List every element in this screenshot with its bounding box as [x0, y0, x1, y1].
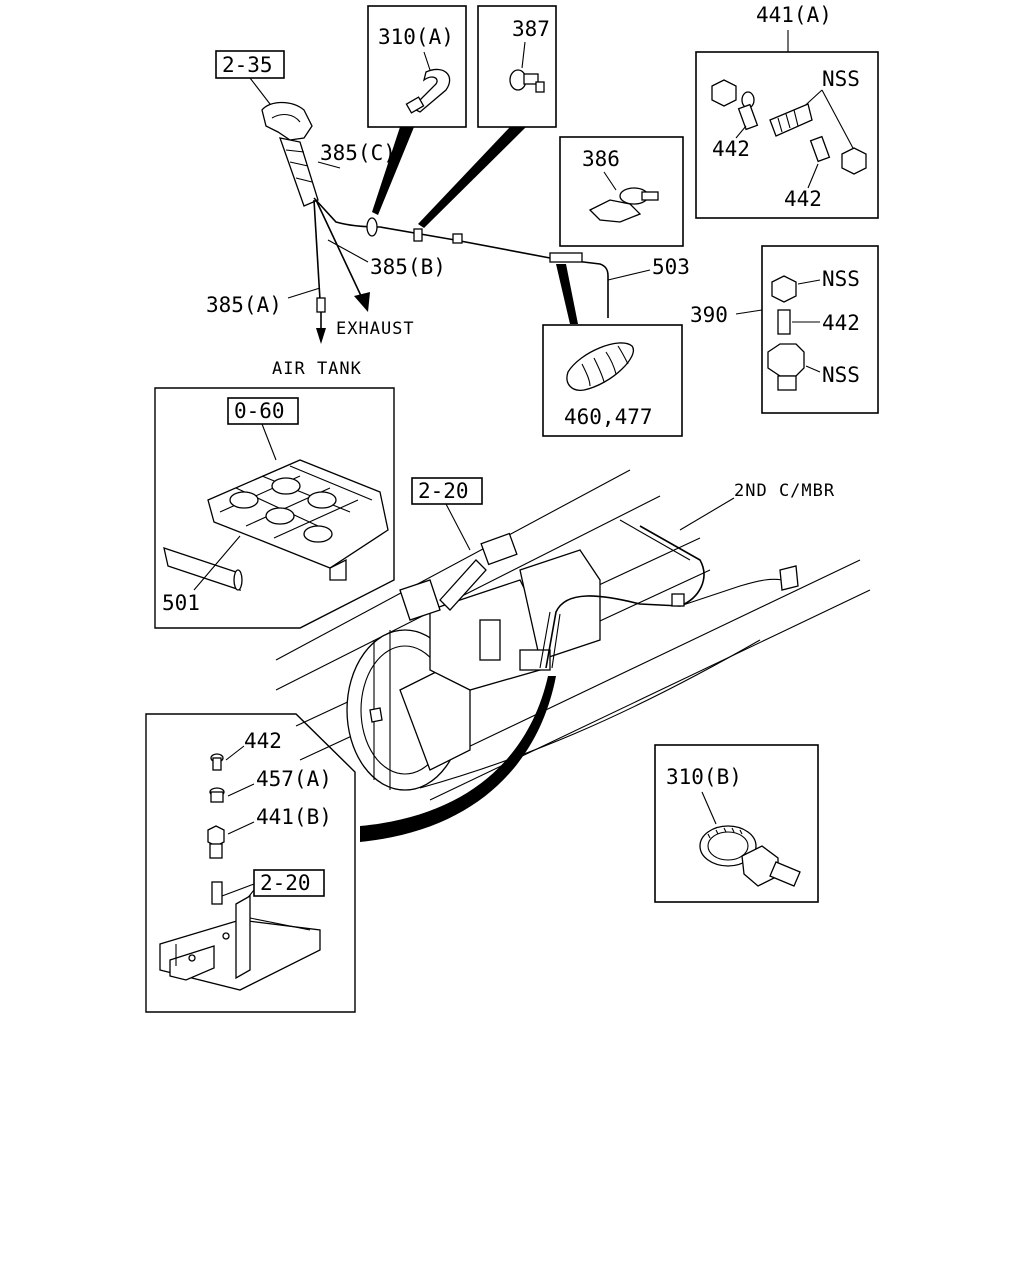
label-inset-457a: 457(A) [256, 767, 332, 791]
detail-box-387: 387 [477, 5, 557, 128]
label-503: 503 [652, 255, 690, 279]
label-390-nss-top: NSS [822, 267, 860, 291]
label-310a: 310(A) [378, 25, 454, 49]
label-390-nss-bottom: NSS [822, 363, 860, 387]
label-386: 386 [582, 147, 620, 171]
label-441a-442-right: 442 [784, 187, 822, 211]
shift-lever-knob [261, 101, 319, 207]
label-390-442: 442 [822, 311, 860, 335]
fitting-457a [209, 787, 225, 803]
label-387: 387 [512, 17, 550, 41]
label-441a-442-left: 442 [712, 137, 750, 161]
label-385c: 385(C) [320, 141, 396, 165]
filler-strip [163, 547, 243, 591]
label-exhaust: EXHAUST [336, 319, 415, 339]
ref-2-35-label: 2-35 [222, 53, 273, 77]
label-air-tank: AIR TANK [272, 359, 362, 379]
ref-0-60-label: 0-60 [234, 399, 285, 423]
detail-box-310a: 310(A) [367, 5, 467, 128]
ref-box-2-20-main: 2-20 [411, 477, 483, 505]
ref-2-20-main-label: 2-20 [418, 479, 469, 503]
label-385b: 385(B) [370, 255, 446, 279]
detail-box-386: 386 [559, 136, 684, 247]
detail-box-0-60: 0-60 501 [154, 387, 395, 629]
ref-box-2-20-inset: 2-20 [253, 869, 325, 897]
harness-routing [539, 519, 799, 669]
detail-box-310b: 310(B) [654, 744, 819, 903]
ref-box-2-35: 2-35 [215, 50, 285, 79]
label-inset-442: 442 [244, 729, 282, 753]
label-310b: 310(B) [666, 765, 742, 789]
mounting-bracket [159, 881, 321, 991]
label-2nd-cross-member: 2ND C/MBR [734, 481, 835, 501]
label-441a-nss: NSS [822, 67, 860, 91]
label-inset-441b: 441(B) [256, 805, 332, 829]
hose-clamp [699, 825, 801, 887]
valve-manifold-plate [207, 459, 389, 581]
label-460-477: 460,477 [564, 405, 653, 429]
detail-box-441a: NSS 442 442 [695, 51, 879, 219]
label-441a: 441(A) [756, 3, 832, 27]
detail-box-bracket: 442 457(A) 441(B) 2-20 [145, 713, 356, 1013]
label-390: 390 [690, 303, 728, 327]
ref-2-20-inset-label: 2-20 [260, 871, 311, 895]
transmission-housing [346, 549, 601, 791]
shift-cylinder [439, 532, 518, 611]
fitting-442 [210, 753, 224, 771]
fitting-441b [207, 825, 225, 859]
label-385a: 385(A) [206, 293, 282, 317]
label-501: 501 [162, 591, 200, 615]
detail-box-390: 390 NSS 442 NSS [690, 245, 879, 414]
detail-box-460-477: 460,477 [542, 324, 683, 437]
dust-boot [566, 342, 635, 391]
